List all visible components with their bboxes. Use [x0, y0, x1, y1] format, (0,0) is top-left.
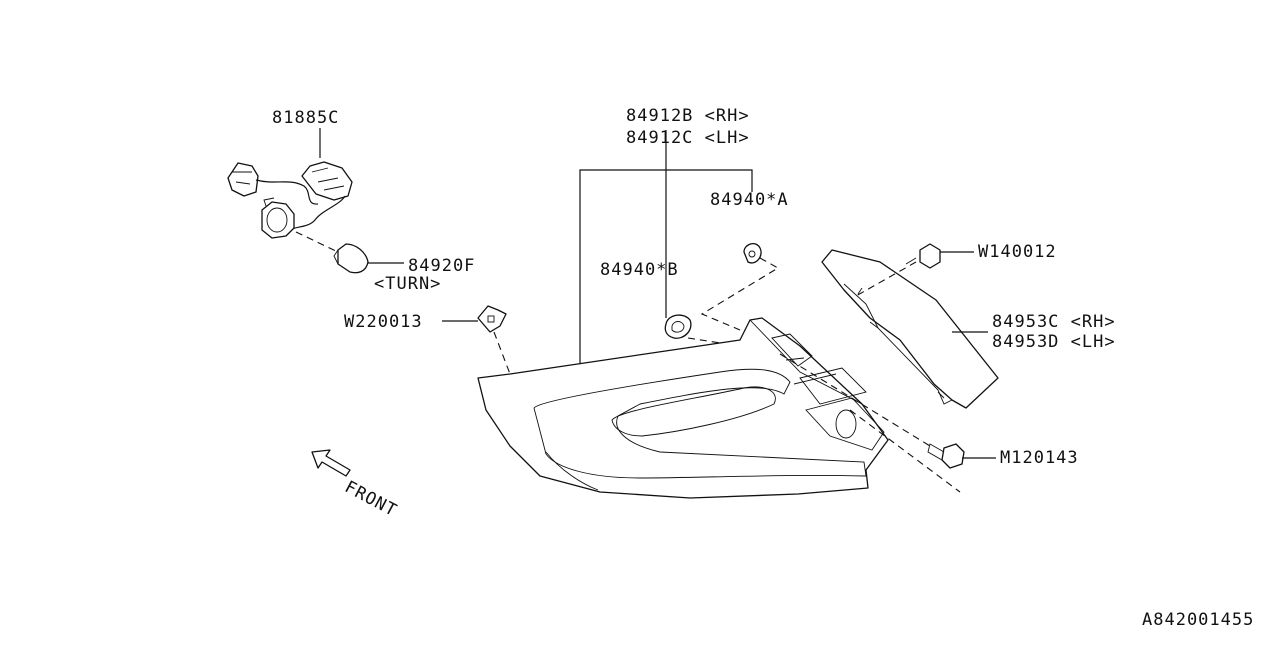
gasket-a-part	[743, 242, 762, 264]
cover-lh-label: 84953D <LH>	[992, 332, 1116, 352]
gasket-b-dash-line	[687, 337, 741, 347]
clip-dash-line	[493, 331, 511, 375]
front-arrow-icon	[311, 449, 351, 477]
bolt-part	[905, 243, 941, 269]
cover-rh-label: 84953C <RH>	[992, 312, 1116, 332]
screw-dash-line-2	[849, 409, 961, 493]
gasket-a-dash-line	[700, 257, 780, 331]
diagram-id-label: A842001455	[1142, 610, 1255, 630]
bulb-dash-line	[295, 231, 339, 253]
cover-part	[821, 249, 999, 409]
lens-rh-label: 84912B <RH>	[626, 106, 750, 126]
bulb-label: 84920F	[408, 256, 476, 276]
gasket-a-label: 84940*A	[710, 190, 789, 210]
gasket-b-part	[664, 314, 692, 339]
bolt-label: W140012	[978, 242, 1057, 262]
socket-label: 81885C	[272, 108, 340, 128]
clip-label: W220013	[344, 312, 423, 332]
screw-part	[927, 443, 965, 469]
screw-label: M120143	[1000, 448, 1079, 468]
gasket-b-label: 84940*B	[600, 260, 679, 280]
socket-harness-part	[227, 161, 353, 239]
bulb-part	[333, 243, 369, 274]
clip-part	[477, 305, 507, 333]
bulb-turn-label: <TURN>	[374, 274, 442, 294]
lens-lh-label: 84912C <LH>	[626, 128, 750, 148]
tail-lamp-housing-part	[477, 317, 889, 499]
screw-dash-line	[779, 353, 931, 447]
